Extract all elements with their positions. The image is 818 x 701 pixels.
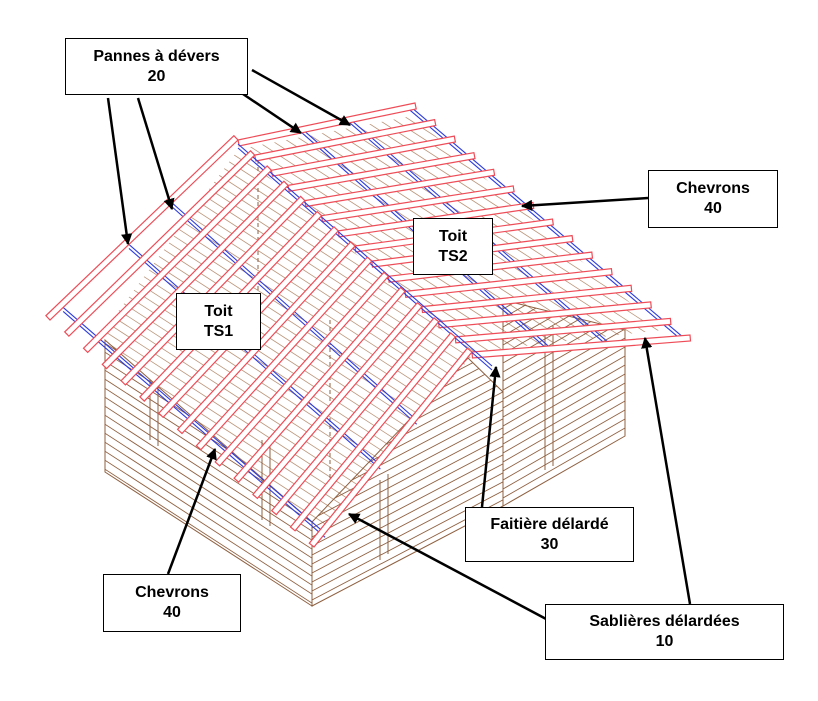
rafter-right — [421, 284, 633, 314]
wall-log-line — [312, 432, 503, 538]
wall-log-line — [503, 424, 625, 499]
rafter-left — [252, 301, 423, 500]
label-toit-ts1: Toit TS1 — [176, 293, 261, 350]
rafter-left — [308, 347, 473, 548]
label-pannes-value: 20 — [147, 67, 166, 85]
rafter-right — [253, 118, 437, 162]
label-chevrons-top: Chevrons 40 — [648, 170, 778, 228]
arrow-faitiere — [480, 365, 501, 508]
attic-log-line — [100, 344, 472, 530]
wall-log-line — [503, 361, 625, 436]
attic-log-line — [245, 159, 662, 352]
wall-log-line — [503, 343, 625, 418]
wall-log-line — [312, 450, 503, 556]
rafter-left — [176, 241, 356, 435]
rafter-right — [320, 185, 515, 223]
label-faitiere: Faitière délardé 30 — [465, 507, 634, 562]
rafter-left — [214, 271, 390, 467]
label-sablieres-name: Sablières délardées — [589, 613, 740, 630]
arrow-sablieres-1 — [348, 512, 549, 622]
arrow-chevrons-top — [520, 196, 649, 211]
wall-log-line — [503, 397, 625, 472]
wall-log-line — [503, 300, 625, 319]
wall-log-line — [105, 438, 312, 582]
wall-log-line — [503, 370, 625, 445]
rafter-left — [195, 256, 373, 451]
arrow-pannes-3 — [239, 90, 302, 135]
wall-log-line — [105, 447, 312, 591]
arrow-sablieres-2 — [641, 336, 692, 605]
label-toit-ts2-value: TS2 — [438, 247, 468, 265]
wall-log-line — [312, 468, 503, 574]
rafter-right — [437, 301, 652, 329]
wall-log-line — [312, 486, 503, 592]
wall-log-line — [312, 405, 503, 511]
rafter-right — [304, 168, 496, 208]
wall-log-line — [503, 352, 625, 427]
arrow-pannes-1 — [106, 97, 133, 246]
wall-log-line — [105, 420, 312, 564]
label-chevrons-bottom-name: Chevrons — [135, 584, 209, 601]
label-pannes: Pannes à dévers 20 — [65, 38, 248, 95]
label-chevrons-bottom-value: 40 — [163, 604, 181, 621]
wall-log-line — [105, 429, 312, 573]
arrow-pannes-2 — [136, 97, 175, 211]
rafter-right — [454, 317, 672, 344]
rafter-right — [287, 152, 476, 192]
rafter-left — [270, 317, 440, 516]
label-toit-ts1-name: Toit — [204, 302, 233, 320]
faitiere-beam — [237, 143, 493, 367]
label-chevrons-top-name: Chevrons — [676, 180, 750, 197]
attic-log-line — [100, 304, 472, 530]
wall-log-line — [105, 402, 312, 546]
label-sablieres: Sablières délardées 10 — [545, 604, 784, 660]
label-sablieres-value: 10 — [655, 633, 674, 650]
rafter-left — [289, 332, 457, 532]
rafter-left — [233, 286, 406, 483]
rafter-right — [471, 334, 692, 359]
label-faitiere-name: Faitière délardé — [490, 515, 609, 533]
wall-log-line — [105, 456, 312, 600]
attic-log-line — [100, 324, 472, 530]
label-toit-ts2: Toit TS2 — [413, 218, 493, 275]
wall-log-line — [503, 300, 625, 337]
label-pannes-name: Pannes à dévers — [93, 47, 220, 65]
rafter-left — [45, 134, 239, 321]
rafter-left — [101, 180, 289, 370]
label-faitiere-value: 30 — [540, 535, 559, 553]
wall-log-line — [503, 415, 625, 490]
wall-log-line — [503, 433, 625, 506]
label-chevrons-bottom: Chevrons 40 — [103, 574, 241, 632]
rafter-right — [237, 102, 417, 147]
rafter-left — [63, 149, 256, 338]
wall-log-line — [105, 465, 312, 606]
front-wall-outline — [104, 338, 313, 607]
wall-log-line — [312, 423, 503, 529]
label-toit-ts2-name: Toit — [438, 227, 468, 245]
arrow-chevrons-bottom — [166, 447, 217, 575]
wall-log-line — [312, 459, 503, 565]
wall-log-line — [503, 379, 625, 454]
rafter-right — [404, 268, 613, 299]
wall-log-line — [503, 388, 625, 463]
attic-log-line — [245, 116, 662, 329]
wall-log-line — [105, 411, 312, 555]
wall-log-line — [503, 406, 625, 481]
wall-log-line — [503, 300, 625, 355]
wall-log-line — [312, 477, 503, 583]
wall-log-line — [312, 441, 503, 547]
label-toit-ts1-value: TS1 — [203, 322, 234, 340]
arrow-pannes-4 — [251, 68, 351, 127]
label-chevrons-top-value: 40 — [704, 200, 722, 217]
wall-log-line — [503, 325, 625, 400]
rafter-left — [82, 165, 273, 354]
